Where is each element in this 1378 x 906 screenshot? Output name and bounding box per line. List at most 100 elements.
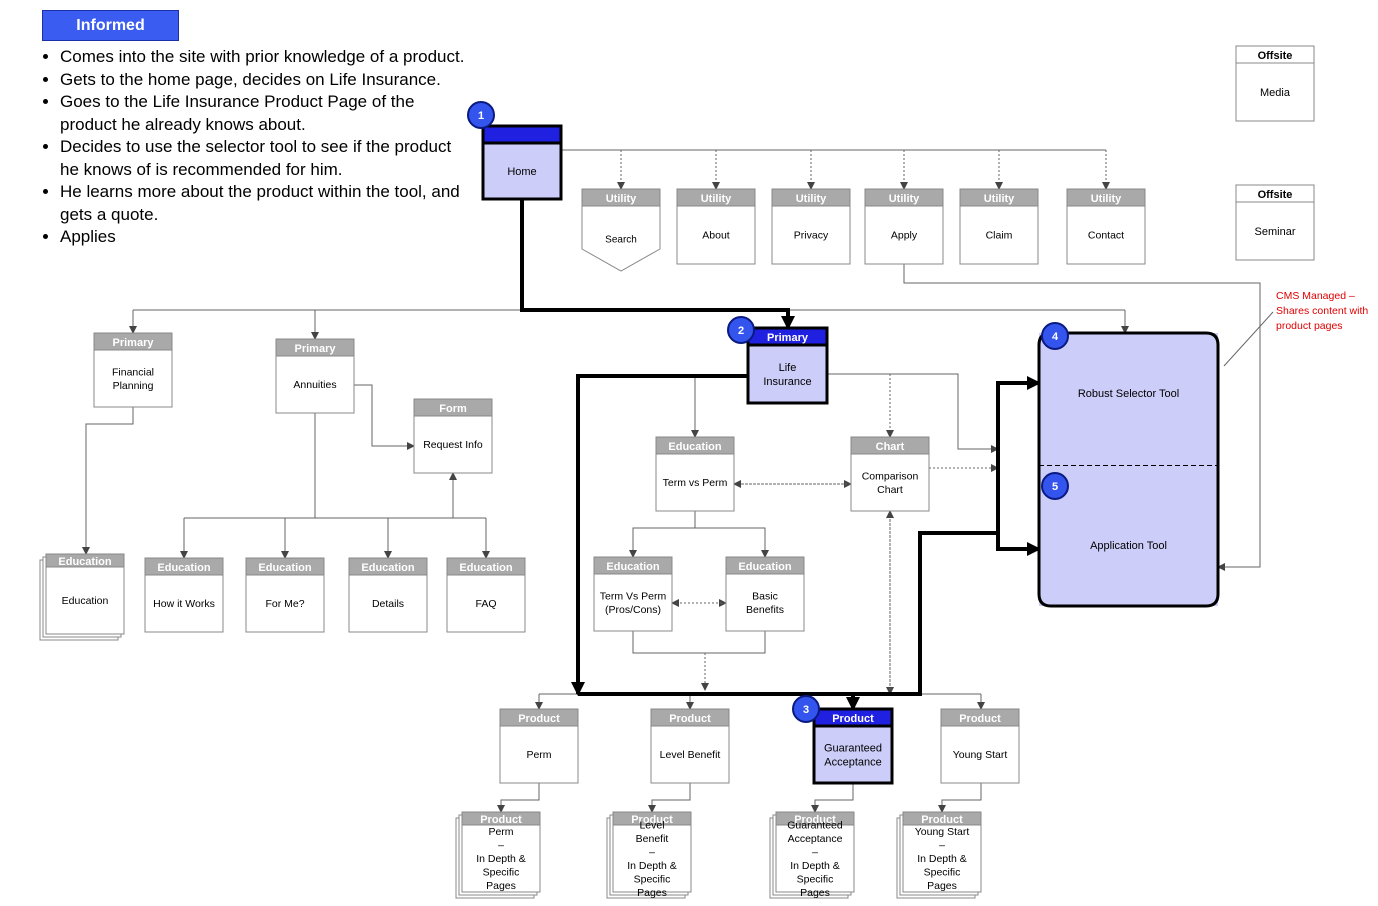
- node-label: Annuities: [293, 379, 336, 391]
- step-badge: [467, 101, 495, 129]
- node-label: Term Vs Perm: [600, 590, 667, 602]
- node-type: Form: [439, 403, 467, 415]
- step-badge-number: 1: [478, 110, 484, 122]
- user-path-segment: [520, 199, 795, 330]
- node-label: Young Start: [915, 826, 970, 838]
- node-type: Offsite: [1258, 50, 1293, 62]
- node-label: Privacy: [794, 230, 829, 242]
- node-type: Utility: [606, 193, 637, 205]
- node-label: Life: [779, 362, 797, 374]
- node-label: About: [702, 230, 730, 242]
- node-label: Guaranteed: [824, 742, 882, 754]
- node-label: Apply: [891, 230, 918, 242]
- node-label: Level: [639, 819, 664, 831]
- step-badge-number: 2: [738, 325, 744, 337]
- node-label: Details: [372, 598, 404, 610]
- node-type: Offsite: [1258, 189, 1293, 201]
- connector: [354, 384, 415, 450]
- step-badge: [727, 316, 755, 344]
- node-home[interactable]: Home 1: [467, 101, 563, 201]
- node-label: Home: [507, 166, 536, 178]
- node-label: Search: [605, 235, 637, 246]
- user-path-segment: [571, 374, 748, 696]
- node-label: Specific: [634, 873, 671, 885]
- connector: [811, 783, 854, 813]
- bullet-item: Goes to the Life Insurance Product Page …: [60, 91, 470, 136]
- user-path-segment: [996, 533, 1041, 556]
- node-label: Guaranteed: [787, 819, 843, 831]
- step-badge: [1041, 322, 1069, 350]
- node-label: Specific: [797, 873, 834, 885]
- node-label: Education: [62, 595, 109, 607]
- node-label: (Pros/Cons): [605, 604, 661, 616]
- node-label: FAQ: [475, 598, 496, 610]
- connector: [632, 631, 766, 654]
- node-label: Planning: [113, 380, 154, 392]
- node-label: Specific: [483, 867, 520, 879]
- node-type: Utility: [796, 193, 827, 205]
- node-label: Media: [1260, 87, 1291, 99]
- node-label: In Depth &: [917, 853, 967, 865]
- node-label: Level Benefit: [660, 749, 721, 761]
- node-type: Utility: [984, 193, 1015, 205]
- connector: [497, 783, 540, 813]
- node-label: Request Info: [423, 439, 483, 451]
- node-type: Education: [58, 556, 111, 568]
- node-type: Product: [669, 713, 711, 725]
- persona-label: Informed: [42, 10, 179, 41]
- node-label: Comparison: [862, 470, 919, 482]
- nodes: Home1UtilitySearchUtilityAboutUtilityPri…: [39, 45, 1315, 899]
- connector: [938, 783, 982, 813]
- node-type: Primary: [113, 337, 155, 349]
- node-type: Product: [518, 713, 560, 725]
- step-badge-number: 5: [1052, 481, 1058, 493]
- node-type: Primary: [767, 332, 809, 344]
- user-path: [520, 199, 1041, 711]
- node-label: Insurance: [763, 376, 811, 388]
- node-label: Pages: [486, 880, 516, 892]
- node-apptool[interactable]: Application Tool 5: [1037, 466, 1220, 608]
- tool-label: Application Tool: [1090, 540, 1167, 552]
- node-label: Chart: [877, 484, 903, 496]
- node-label: –: [498, 840, 504, 852]
- tool-label: Robust Selector Tool: [1078, 388, 1179, 400]
- connector: [827, 373, 999, 453]
- node-type: Product: [921, 814, 963, 826]
- bullet-item: Decides to use the selector tool to see …: [60, 136, 470, 181]
- node-type: Education: [157, 562, 210, 574]
- node-type: Utility: [889, 193, 920, 205]
- node-label: Financial: [112, 366, 154, 378]
- node-label: Contact: [1088, 230, 1124, 242]
